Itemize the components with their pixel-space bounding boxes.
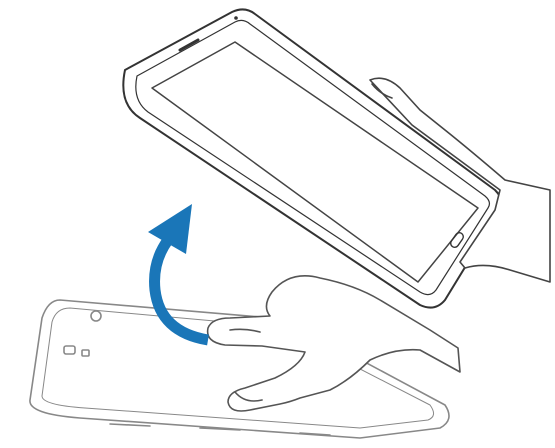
- tablet-front-icon: [123, 9, 501, 307]
